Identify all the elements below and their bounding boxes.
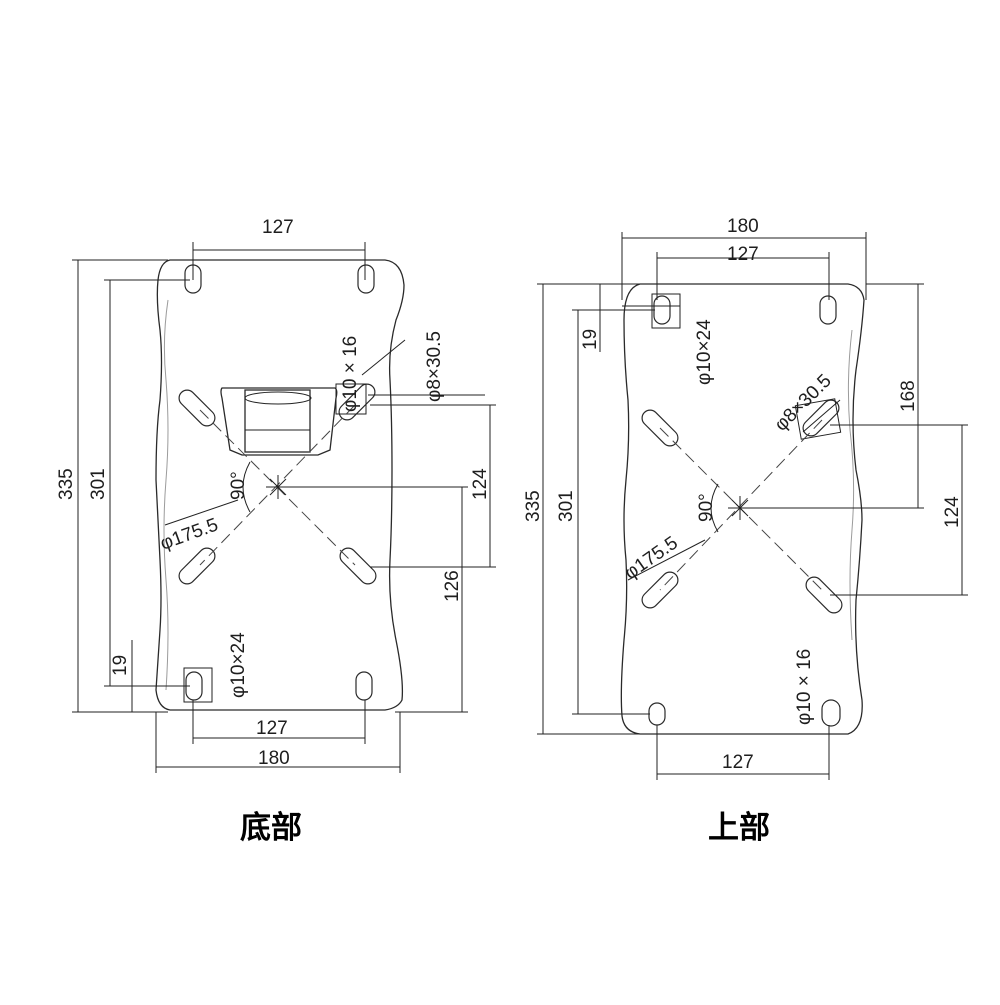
bottom-center-cross	[199, 404, 356, 566]
bottom-angle-90: 90°	[228, 471, 249, 500]
top-slot-bottom-right	[821, 699, 841, 727]
top-hole-10x24: φ10×24	[694, 319, 715, 385]
top-dim-168: 168	[898, 380, 919, 412]
bottom-hole-8x305: φ8×30.5	[424, 331, 445, 402]
bottom-dimension-lines	[72, 242, 496, 773]
center-bracket	[220, 387, 338, 456]
top-slot-top-left-frame	[651, 293, 681, 329]
bottom-caption: 底部	[240, 810, 302, 846]
top-center-cross	[659, 419, 823, 591]
top-view: 180 127 φ10×24 19 335 301 168 φ8×30.5 12…	[523, 216, 968, 846]
slot-top-right	[357, 264, 375, 294]
top-hole-10x16: φ10 × 16	[794, 649, 815, 725]
bottom-hole-10x24: φ10×24	[228, 632, 249, 698]
top-dim-301: 301	[556, 490, 577, 522]
bottom-dim-19: 19	[110, 655, 131, 676]
top-plate-inner-edge	[847, 329, 855, 641]
top-slot-top-left	[653, 295, 671, 325]
top-dim-180: 180	[727, 216, 759, 237]
slot-bottom-right	[355, 671, 373, 701]
bottom-dim-301: 301	[88, 468, 109, 500]
bottom-plate-outline	[155, 259, 405, 711]
top-dimension-lines	[537, 232, 968, 780]
bottom-dim-124: 124	[470, 468, 491, 500]
bottom-plate-inner-edge	[163, 299, 169, 691]
bottom-circle-1755: φ175.5	[158, 514, 221, 554]
top-caption: 上部	[708, 810, 770, 846]
slot-bottom-left-frame	[183, 667, 213, 703]
top-dim-335: 335	[523, 490, 544, 522]
bottom-dim-126: 126	[442, 570, 463, 602]
bottom-dim-top-127: 127	[262, 217, 294, 238]
top-slot-bottom-left	[648, 702, 666, 726]
top-slot-top-right	[819, 295, 837, 325]
top-dim-19: 19	[580, 329, 601, 350]
top-plate-outline	[620, 283, 865, 735]
bottom-dim-335: 335	[56, 468, 77, 500]
top-dim-124: 124	[942, 496, 963, 528]
top-dim-top-127: 127	[727, 244, 759, 265]
bottom-view: 127 335 301 19 φ10 × 16 φ8×30.5 124 126 …	[56, 217, 496, 846]
top-angle-90: 90°	[696, 493, 717, 522]
diagonal-slots	[178, 383, 377, 585]
bottom-dim-bottom-127: 127	[256, 718, 288, 739]
bottom-hole-10x16: φ10 × 16	[340, 336, 361, 412]
bottom-dim-180: 180	[258, 748, 290, 769]
top-dim-bottom-127: 127	[722, 752, 754, 773]
